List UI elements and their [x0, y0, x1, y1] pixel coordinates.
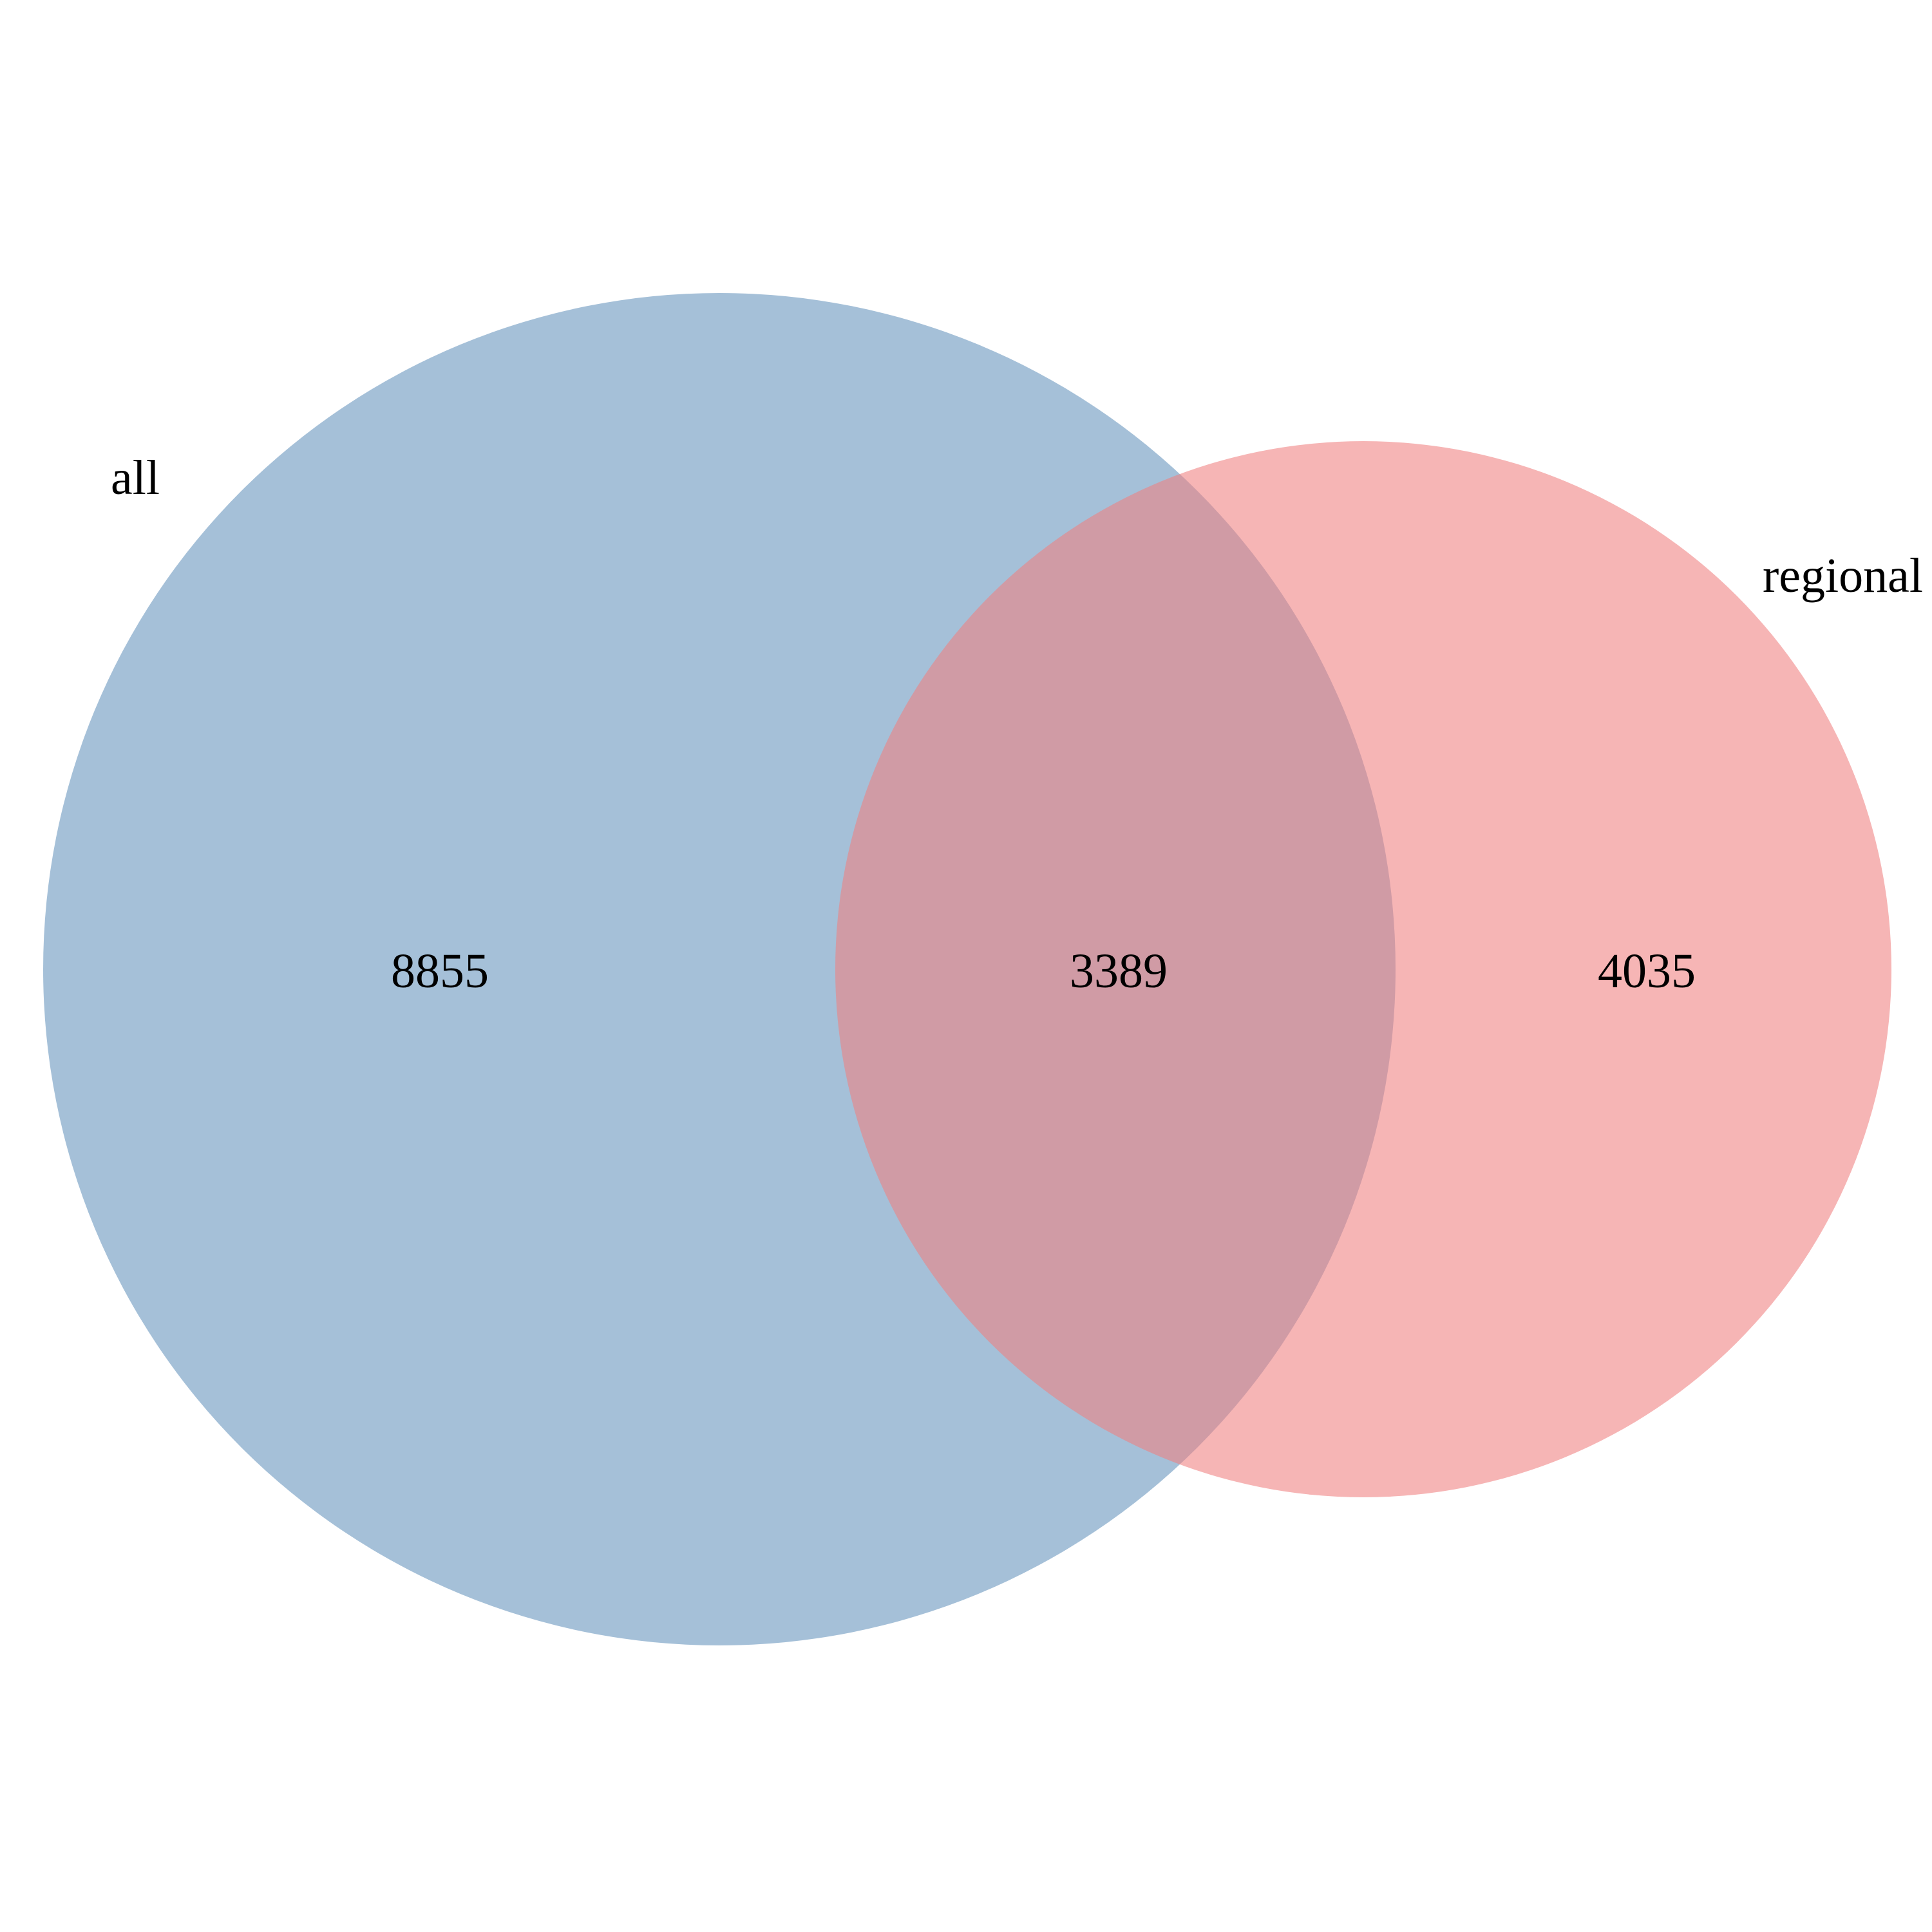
count-regional-only: 4035	[1598, 944, 1696, 998]
count-all-only: 8855	[391, 944, 489, 998]
set-regional-circle	[835, 441, 1891, 1497]
set-label-regional: regional	[1763, 549, 1923, 603]
set-label-all: all	[111, 451, 160, 505]
count-intersection: 3389	[1070, 944, 1168, 998]
